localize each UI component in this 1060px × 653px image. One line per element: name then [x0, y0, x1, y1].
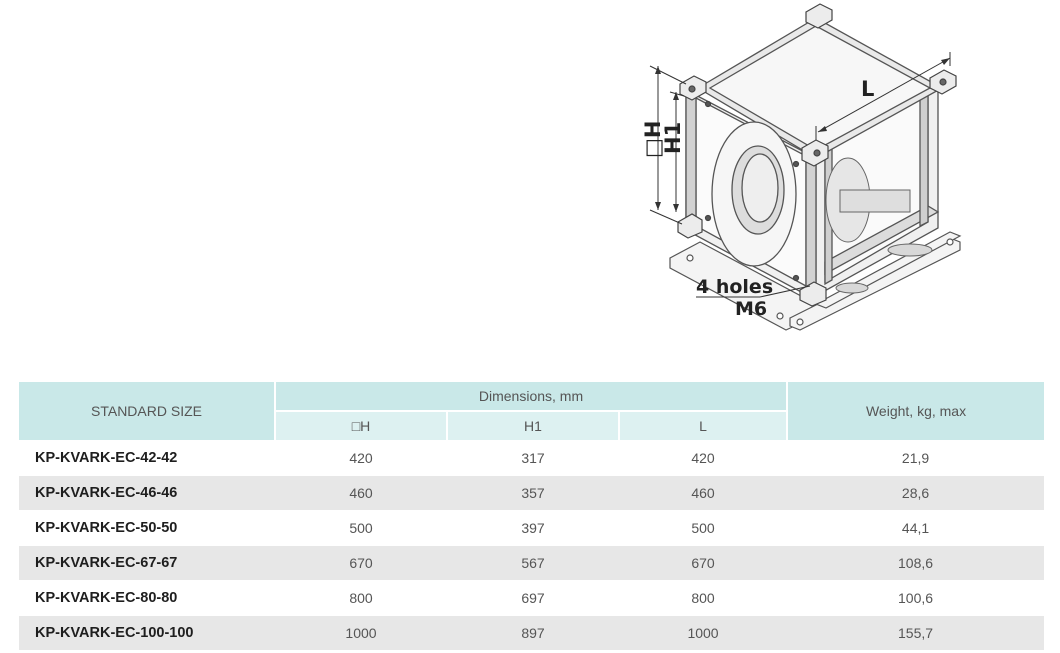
header-standard-size: STANDARD SIZE	[19, 382, 275, 441]
model-name: KP-KVARK-EC-67-67	[19, 545, 275, 581]
label-h: □H	[641, 121, 665, 158]
value-l: 420	[619, 440, 788, 476]
value-l: 800	[619, 580, 788, 616]
value-weight: 100,6	[787, 580, 1045, 616]
dimension-arrows	[655, 58, 950, 212]
model-name: KP-KVARK-EC-100-100	[19, 615, 275, 650]
fan-wheel	[825, 157, 933, 294]
model-name: KP-KVARK-EC-50-50	[19, 510, 275, 546]
value-h: 420	[275, 440, 447, 476]
value-weight: 21,9	[787, 440, 1045, 476]
value-h1: 397	[447, 510, 619, 546]
label-holes: 4 holes	[696, 276, 773, 298]
model-name: KP-KVARK-EC-46-46	[19, 475, 275, 511]
value-h: 500	[275, 510, 447, 546]
value-weight: 28,6	[787, 475, 1045, 511]
value-weight: 108,6	[787, 545, 1045, 581]
table-row: KP-KVARK-EC-50-50 500 397 500 44,1	[19, 510, 1045, 546]
value-l: 670	[619, 545, 788, 581]
corner-brackets	[677, 3, 957, 307]
value-h: 800	[275, 580, 447, 616]
header-dimensions-group: Dimensions, mm	[273, 382, 789, 412]
value-h1: 357	[447, 475, 619, 511]
value-l: 1000	[619, 615, 788, 650]
value-h: 670	[275, 545, 447, 581]
value-h: 1000	[275, 615, 447, 650]
value-h1: 317	[447, 440, 619, 476]
fan-box-illustration: □H H1 L 4 holes M6	[641, 3, 962, 331]
dimensions-table: STANDARD SIZE Dimensions, mm Weight, kg,…	[19, 382, 1045, 650]
header-h: □H	[274, 411, 447, 441]
value-weight: 155,7	[787, 615, 1045, 650]
label-h1: H1	[661, 122, 685, 154]
value-h1: 897	[447, 615, 619, 650]
table-row: KP-KVARK-EC-42-42 420 317 420 21,9	[19, 440, 1045, 476]
value-l: 500	[619, 510, 788, 546]
table-row: KP-KVARK-EC-67-67 670 567 670 108,6	[19, 545, 1045, 581]
inlet-cone	[711, 121, 797, 267]
header-h1: H1	[446, 411, 619, 441]
value-h1: 697	[447, 580, 619, 616]
model-name: KP-KVARK-EC-42-42	[19, 440, 275, 476]
value-weight: 44,1	[787, 510, 1045, 546]
value-l: 460	[619, 475, 788, 511]
label-thread: M6	[735, 298, 767, 320]
label-l: L	[861, 77, 874, 101]
value-h1: 567	[447, 545, 619, 581]
fan-box-drawing: □H H1 L 4 holes M6	[620, 0, 1020, 345]
header-l: L	[617, 411, 789, 441]
dimension-lines	[649, 52, 951, 298]
model-name: KP-KVARK-EC-80-80	[19, 580, 275, 616]
header-weight: Weight, kg, max	[787, 382, 1045, 441]
value-h: 460	[275, 475, 447, 511]
table-row: KP-KVARK-EC-46-46 460 357 460 28,6	[19, 475, 1045, 511]
table-row: KP-KVARK-EC-100-100 1000 897 1000 155,7	[19, 615, 1045, 650]
table-row: KP-KVARK-EC-80-80 800 697 800 100,6	[19, 580, 1045, 616]
